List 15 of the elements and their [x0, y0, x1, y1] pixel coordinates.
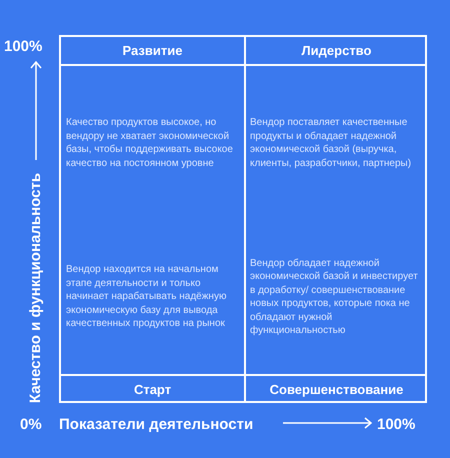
quadrant-cell	[244, 220, 427, 403]
axis-title: Показатели деятельности	[59, 415, 254, 435]
quadrant-description: Качество продуктов высокое, но вендору не хватает экономической базы, чтобы поддерживать высокое качество на постоянном уровне	[66, 116, 234, 170]
quadrant-heading: Старт	[61, 374, 244, 403]
axis-title: Качество и функциональность	[26, 172, 45, 404]
quadrant-heading: Лидерство	[246, 37, 427, 66]
quadrant-heading: Развитие	[61, 37, 244, 66]
axis-max-label: 100%	[4, 37, 42, 57]
quadrant-cell	[244, 37, 427, 220]
quadrant-description: Вендор находится на начальном этапе деятельности и только начинает нарабатывать надёжную экономическую базу для вывода качественных продуктов на рынок	[66, 263, 228, 331]
axis-min-label: 0%	[20, 415, 42, 435]
axis-max-label: 100%	[377, 415, 416, 435]
quadrant-description: Вендор поставляет качественные продукты и обладает надежной экономической базой (выручка, клиенты, разработчики, партнеры)	[250, 116, 412, 170]
quadrant-heading: Совершенствование	[246, 374, 427, 403]
quadrant-description: Вендор обладает надежной экономической базой и инвестирует в доработку/ совершенствование новых продуктов, которые пока не обладают нужной функциональностью	[250, 256, 419, 338]
